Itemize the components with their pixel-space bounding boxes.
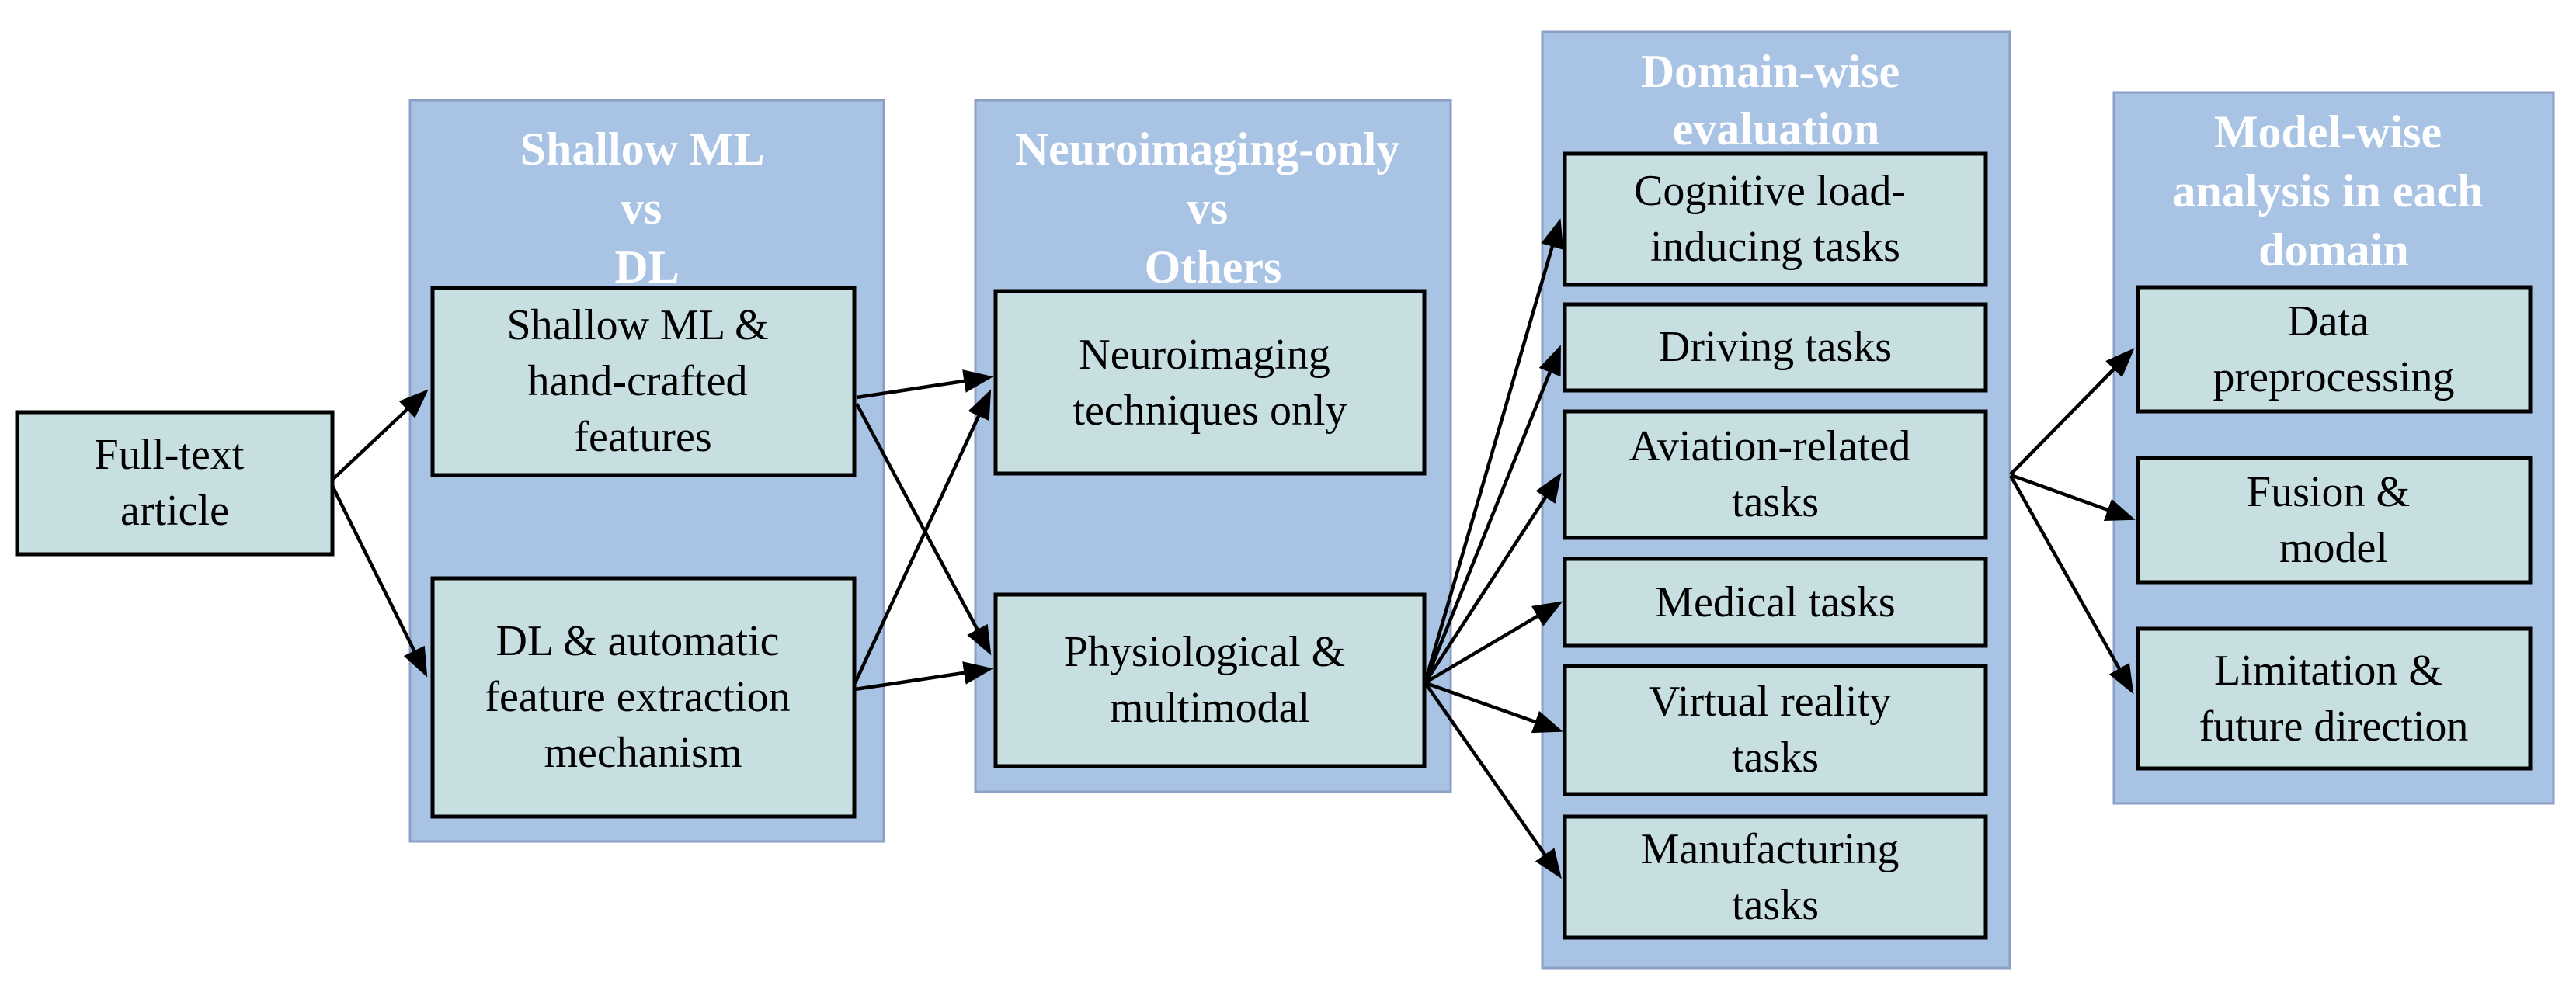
label-line: Driving tasks <box>1659 323 1892 371</box>
label-line: Physiological & <box>1064 628 1345 676</box>
panel-title-neuroimaging-only-vs-others: Neuroimaging-only vs Others <box>1015 123 1412 293</box>
node-medical-tasks-label: Medical tasks <box>1655 578 1895 626</box>
node-physiological-multimodal-label: Physiological & multimodal <box>1064 628 1356 732</box>
label-line: Fusion & <box>2247 468 2410 516</box>
node-data-preprocessing <box>2136 285 2533 414</box>
label-line: article <box>120 487 229 535</box>
edge-dl-to-neuroimaging <box>853 389 992 684</box>
node-full-text-article-label: Full-text article <box>95 431 256 535</box>
edge-shallow-to-physiological <box>855 402 992 656</box>
label-line: multimodal <box>1110 684 1310 732</box>
node-fusion-model <box>2136 456 2533 585</box>
label-line: Shallow ML & <box>506 301 768 349</box>
edge-physiological-to-manufacturing <box>1424 682 1562 879</box>
label-line: feature extraction <box>485 673 790 721</box>
title-line: Shallow ML <box>520 123 763 175</box>
node-shallow-ml-hand-crafted-label: Shallow ML & hand-crafted features <box>506 301 779 461</box>
node-aviation-related-tasks <box>1563 409 1988 540</box>
edge-domain-to-limitation <box>2009 474 2134 695</box>
edge-dl-to-physiological <box>854 661 993 692</box>
title-line: analysis in each <box>2172 165 2483 217</box>
edge-shallow-to-neuroimaging <box>856 369 993 400</box>
label-line: tasks <box>1732 734 1819 782</box>
label-line: hand-crafted <box>528 357 748 405</box>
node-fusion-model-label: Fusion & model <box>2247 468 2421 572</box>
title-line: DL <box>614 241 679 293</box>
node-neuroimaging-techniques-only <box>993 289 1427 476</box>
title-line: vs <box>1187 182 1228 234</box>
label-line: DL & automatic <box>496 617 780 665</box>
title-line: Domain-wise <box>1641 46 1900 97</box>
node-shallow-ml-hand-crafted <box>430 286 857 477</box>
node-driving-tasks <box>1563 302 1988 393</box>
label-line: Manufacturing <box>1641 825 1900 873</box>
label-line: Neuroimaging <box>1079 331 1330 379</box>
label-line: Limitation & <box>2214 647 2442 695</box>
title-line: domain <box>2258 224 2408 276</box>
label-line: Cognitive load- <box>1634 167 1906 215</box>
node-dl-automatic-feature-extraction-label: DL & automatic feature extraction mechan… <box>485 617 801 777</box>
label-line: Full-text <box>95 431 245 479</box>
node-neuroimaging-techniques-only-label: Neuroimaging techniques only <box>1072 331 1347 435</box>
title-line: vs <box>621 182 662 234</box>
edge-physiological-to-virtual-reality <box>1425 681 1563 734</box>
label-line: inducing tasks <box>1650 223 1900 271</box>
label-line: tasks <box>1732 881 1819 929</box>
panel-title-shallow-ml-vs-dl: Shallow ML vs DL <box>520 123 774 293</box>
edge-physiological-to-aviation <box>1424 472 1562 683</box>
panel-title-model-wise-analysis: Model-wise analysis in each domain <box>2172 106 2494 276</box>
node-cognitive-load-inducing-tasks-label: Cognitive load- inducing tasks <box>1634 167 1917 271</box>
label-line: Virtual reality <box>1649 678 1891 726</box>
node-data-preprocessing-label: Data preprocessing <box>2213 297 2454 401</box>
label-line: Aviation-related <box>1629 422 1911 470</box>
label-line: techniques only <box>1072 387 1347 435</box>
edge-domain-to-data-preprocessing <box>2009 348 2135 476</box>
edge-physiological-to-cognitive <box>1424 218 1564 681</box>
label-line: features <box>574 413 711 461</box>
node-dl-automatic-feature-extraction <box>430 576 857 819</box>
node-physiological-multimodal <box>993 592 1427 768</box>
node-medical-tasks <box>1563 557 1988 648</box>
node-limitation-future-direction-label: Limitation & future direction <box>2199 647 2469 751</box>
node-driving-tasks-label: Driving tasks <box>1659 323 1892 371</box>
node-full-text-article <box>15 410 335 557</box>
edges <box>330 218 2136 879</box>
title-line: Model-wise <box>2214 106 2442 158</box>
edge-fulltext-to-shallow <box>331 389 429 481</box>
label-line: model <box>2279 524 2388 572</box>
node-manufacturing-tasks <box>1563 814 1988 940</box>
panel-title-domain-wise-evaluation: Domain-wise evaluation <box>1641 46 1911 154</box>
node-manufacturing-tasks-label: Manufacturing tasks <box>1641 825 1910 929</box>
edge-physiological-to-medical <box>1424 601 1563 684</box>
label-line: future direction <box>2199 702 2469 751</box>
node-aviation-related-tasks-label: Aviation-related tasks <box>1629 422 1922 526</box>
edge-physiological-to-driving <box>1424 345 1562 682</box>
edge-domain-to-fusion-model <box>2010 473 2136 521</box>
node-limitation-future-direction <box>2136 626 2533 771</box>
title-line: Neuroimaging-only <box>1015 123 1400 175</box>
label-line: preprocessing <box>2213 353 2454 401</box>
node-virtual-reality-tasks <box>1563 664 1988 796</box>
node-cognitive-load-inducing-tasks <box>1563 151 1988 287</box>
label-line: Data <box>2287 297 2369 345</box>
edge-fulltext-to-dl <box>330 485 428 678</box>
node-virtual-reality-tasks-label: Virtual reality tasks <box>1649 678 1902 782</box>
title-line: Others <box>1145 241 1282 293</box>
title-line: evaluation <box>1673 103 1880 154</box>
label-line: tasks <box>1732 478 1819 526</box>
label-line: Medical tasks <box>1655 578 1895 626</box>
label-line: mechanism <box>544 729 742 777</box>
